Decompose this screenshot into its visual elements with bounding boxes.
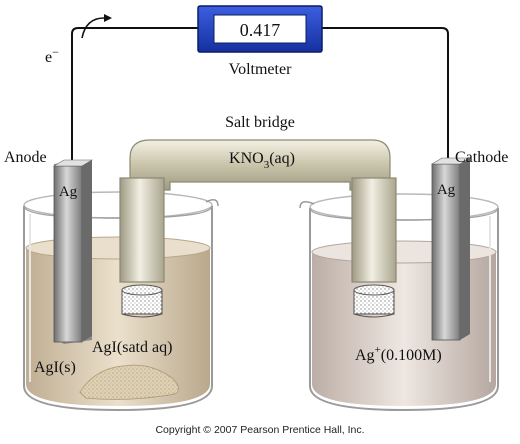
anode-label: Anode [4, 149, 47, 166]
electron-label: e− [45, 45, 59, 66]
voltmeter-display [213, 14, 307, 44]
cathode-label: Cathode [455, 149, 508, 166]
salt-bridge-electrolyte: KNO3(aq) [229, 150, 295, 171]
salt-bridge [119, 139, 397, 318]
voltmeter-label: Voltmeter [229, 61, 292, 78]
cathode-electrode [430, 157, 472, 341]
anode-solution-label: AgI(satd aq) [92, 339, 172, 356]
copyright-notice: Copyright © 2007 Pearson Prentice Hall, … [155, 424, 364, 436]
cathode-solution-label: Ag+(0.100M) [355, 344, 442, 364]
salt-bridge-title: Salt bridge [225, 114, 295, 131]
anode-solution-surface [25, 236, 211, 260]
anode-electrode [52, 159, 94, 344]
voltmeter-reading: 0.417 [240, 20, 281, 40]
circuit-wire [71, 27, 449, 170]
electron-flow-arrow [81, 17, 105, 39]
anode-electrode-label: Ag [59, 184, 78, 200]
electron-arrow-head [104, 14, 112, 22]
cathode-electrode-label: Ag [437, 182, 456, 198]
anode-solid-label: AgI(s) [34, 359, 76, 376]
